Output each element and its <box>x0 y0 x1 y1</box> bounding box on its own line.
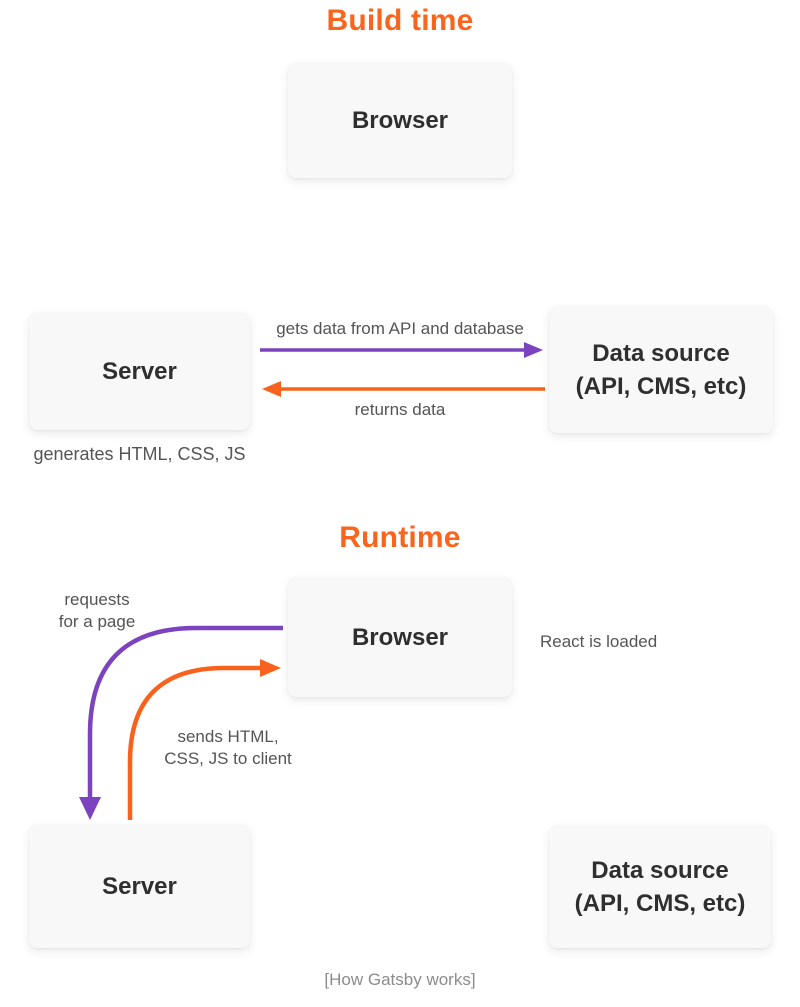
runtime-datasource-box: Data source (API, CMS, etc) <box>549 825 771 948</box>
build-server-label: Server <box>102 357 177 385</box>
build-browser-label: Browser <box>351 106 449 134</box>
runtime-react-note: React is loaded <box>540 632 658 651</box>
runtime-server-label: Server <box>102 872 177 900</box>
runtime-datasource-label-line2: (API, CMS, etc) <box>574 889 746 917</box>
runtime-heading: Runtime <box>339 521 461 554</box>
build-browser-box: Browser <box>288 62 512 178</box>
runtime-browser-box: Browser <box>288 577 512 697</box>
build-server-note: generates HTML, CSS, JS <box>33 444 246 464</box>
runtime-request-arrow-curve <box>87 625 283 799</box>
runtime-request-label-line1: requests <box>64 590 130 609</box>
runtime-send-label-line2: CSS, JS to client <box>164 749 292 768</box>
runtime-server-box: Server <box>29 824 250 948</box>
runtime-request-label: requests for a page <box>27 589 167 633</box>
runtime-send-label: sends HTML, CSS, JS to client <box>128 726 328 770</box>
runtime-browser-label: Browser <box>351 623 449 651</box>
build-get-data-arrowhead <box>524 342 543 358</box>
build-time-heading: Build time <box>326 4 474 37</box>
runtime-request-label-line2: for a page <box>58 612 136 631</box>
runtime-send-label-line1: sends HTML, <box>177 727 279 746</box>
build-datasource-label-line1: Data source <box>592 339 730 367</box>
runtime-request-arrowhead <box>79 797 101 820</box>
runtime-datasource-label-line1: Data source <box>591 856 729 884</box>
build-datasource-label-line2: (API, CMS, etc) <box>575 372 747 400</box>
build-returns-data-label: returns data <box>354 400 446 419</box>
build-get-data-label: gets data from API and database <box>276 319 524 338</box>
runtime-send-arrowhead <box>260 659 281 677</box>
build-datasource-box: Data source (API, CMS, etc) <box>549 306 773 433</box>
build-returns-data-arrowhead <box>262 381 281 397</box>
build-server-box: Server <box>29 312 250 430</box>
diagram-caption: [How Gatsby works] <box>324 970 476 989</box>
